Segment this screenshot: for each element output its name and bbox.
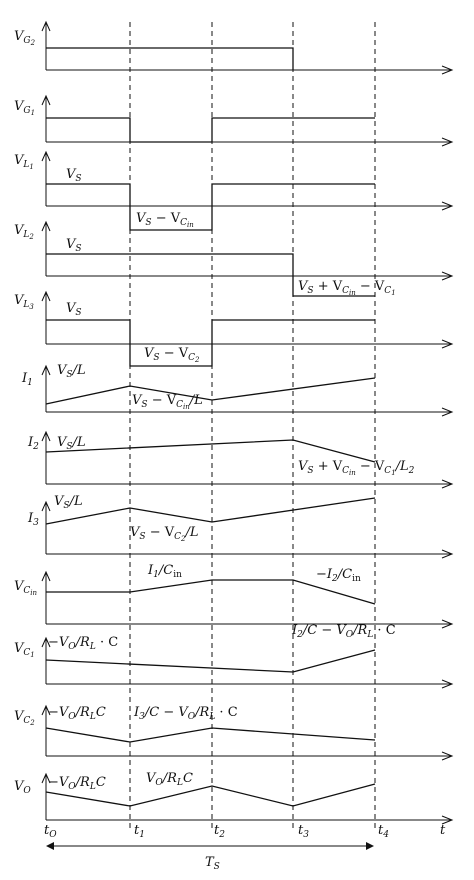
vg2-arrowhead-up [41, 20, 51, 32]
vl1-arrowhead-up [41, 150, 51, 162]
note-i3-fall: VS − VC2/L [130, 525, 198, 543]
i1-arrowhead-up [41, 364, 51, 376]
vl2-arrowhead-right [441, 271, 454, 281]
i2-arrowhead-up [41, 430, 51, 442]
note-vc2-fall: −VO/RLC [48, 705, 106, 722]
period-label: TS [205, 855, 220, 872]
label-vc1: VC1 [14, 641, 35, 659]
label-i1: I1 [21, 371, 33, 388]
vcin-arrowhead-up [41, 570, 51, 582]
vc2-arrowhead-up [41, 704, 51, 716]
vo-arrowhead-right [441, 815, 454, 825]
vl1-waveform [46, 183, 375, 231]
label-vo: VO [14, 779, 31, 796]
waveforms-group [45, 47, 376, 807]
time-t2: t2 [214, 823, 225, 840]
note-vl2-low: VS + VCin − VC1 [298, 279, 396, 297]
vl2-waveform [46, 253, 375, 297]
period-arrow: TS [46, 842, 374, 872]
vl3-arrowhead-right [441, 339, 454, 349]
label-i3: I3 [27, 511, 39, 528]
axes-group [41, 20, 454, 825]
label-vcin: VCin [14, 579, 38, 597]
time-t1: t1 [134, 823, 145, 840]
note-vc2-rise: I3/C − VO/RL · C [133, 705, 238, 722]
i3-arrowhead-right [441, 549, 454, 559]
note-i2-rise: VS/L [57, 435, 86, 452]
i2-waveform [45, 439, 376, 463]
vc1-arrowhead-up [41, 636, 51, 648]
note-vl1-low: VS − VCin [136, 211, 194, 229]
time-labels: tO t1 t2 t3 t4 t [44, 823, 446, 840]
vg1-arrowhead-right [441, 137, 454, 147]
note-vl3-low: VS − VC2 [144, 346, 200, 364]
i1-waveform [45, 377, 376, 405]
vg1-arrowhead-up [41, 94, 51, 106]
time-t4: t4 [378, 823, 389, 840]
note-i1-rise: VS/L [57, 363, 86, 380]
note-vo-fall: −VO/RLC [48, 775, 106, 792]
note-vc1-rise: I2/C − VO/RL · C [291, 623, 396, 640]
note-vl2-vs: VS [66, 237, 82, 254]
label-vg2: VG2 [14, 29, 36, 47]
time-t3: t3 [298, 823, 309, 840]
vl1-arrowhead-right [441, 201, 454, 211]
annotations: VS VS − VCin VS VS + VCin − VC1 VS VS − … [48, 167, 415, 792]
time-t0: tO [44, 823, 57, 840]
note-vcin-fall: −I2/Cin [316, 567, 361, 584]
label-i2: I2 [27, 435, 39, 452]
label-vl1: VL1 [14, 153, 34, 171]
vl2-arrowhead-up [41, 220, 51, 232]
vl3-arrowhead-up [41, 290, 51, 302]
i3-waveform [45, 497, 376, 525]
label-vg1: VG1 [14, 99, 35, 117]
vc2-waveform [45, 727, 376, 743]
note-vo-rise: VO/RLC [146, 771, 193, 788]
vg2-arrowhead-right [441, 65, 454, 75]
note-vl3-vs: VS [66, 301, 82, 318]
label-vl3: VL3 [14, 293, 34, 311]
vg1-waveform [46, 117, 375, 143]
note-i3-rise: VS/L [54, 494, 83, 511]
note-vc1-fall: −VO/RL · C [48, 635, 118, 652]
note-i2-fall: VS + VCin − VC1/L2 [298, 459, 415, 477]
vo-waveform [45, 783, 376, 807]
vc1-arrowhead-right [441, 679, 454, 689]
i3-arrowhead-up [41, 500, 51, 512]
label-vc2: VC2 [14, 709, 35, 727]
vc2-arrowhead-right [441, 751, 454, 761]
note-vcin-rise: I1/Cin [147, 563, 182, 580]
time-t: t [440, 823, 446, 838]
note-i1-fall: VS − VCin/L [132, 393, 203, 411]
panel-labels: VG2 VG1 VL1 VL2 VL3 I1 I2 I3 VCin VC1 VC… [14, 29, 39, 796]
vc1-waveform [45, 649, 376, 673]
vcin-arrowhead-right [441, 619, 454, 629]
vo-arrowhead-up [41, 772, 51, 784]
vl3-waveform [46, 319, 375, 367]
note-vl1-vs: VS [66, 167, 82, 184]
label-vl2: VL2 [14, 223, 34, 241]
i2-arrowhead-right [441, 479, 454, 489]
i1-arrowhead-right [441, 407, 454, 417]
vg2-waveform [46, 47, 294, 70]
vcin-waveform [46, 579, 376, 605]
